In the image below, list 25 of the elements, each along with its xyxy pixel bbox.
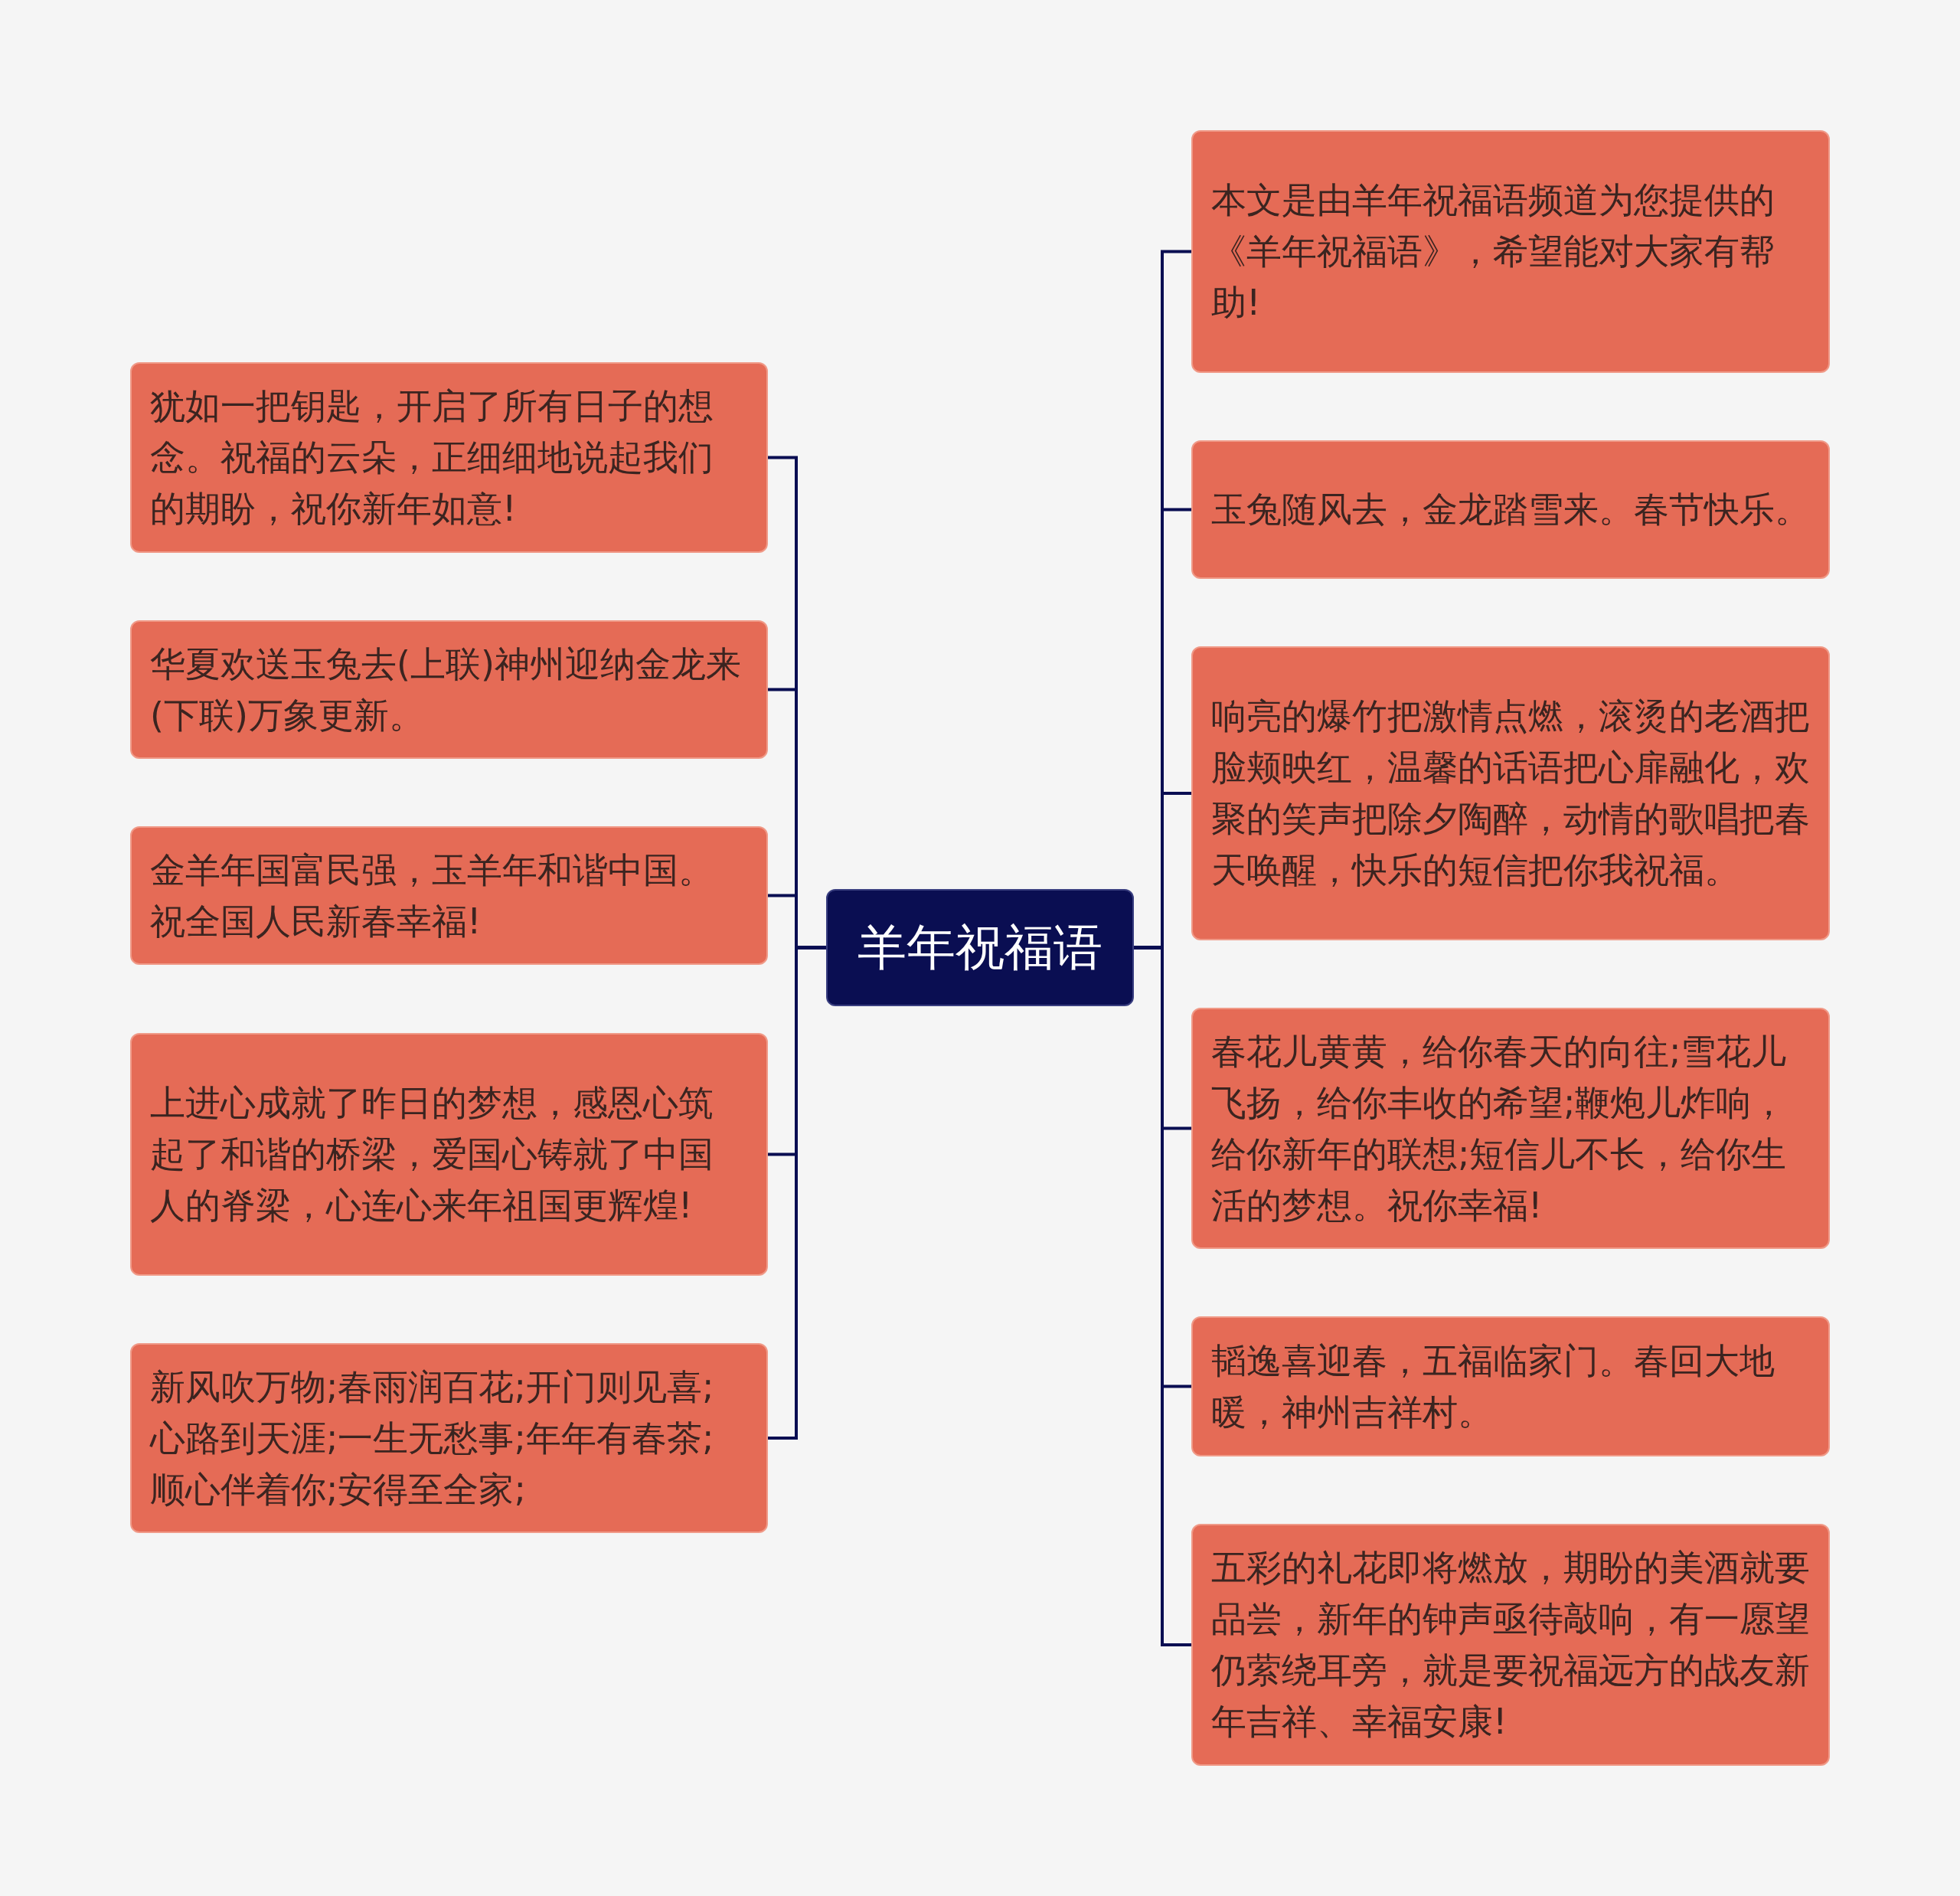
- connector-line: [768, 946, 826, 1440]
- topic-text: 金羊年国富民强，玉羊年和谐中国。祝全国人民新春幸福!: [150, 848, 714, 943]
- topic-text: 玉兔随风去，金龙踏雪来。春节快乐。: [1211, 488, 1810, 531]
- topic-text: 春花儿黄黄，给你春天的向往;雪花儿飞扬，给你丰收的希望;鞭炮儿炸响，给你新年的联想;短信儿不长，给你生活的梦想。祝你幸福!: [1211, 1029, 1788, 1227]
- topic-box: [1191, 1524, 1830, 1766]
- topic-box: [130, 620, 768, 759]
- topic-box: [1191, 130, 1830, 373]
- topic-text: 华夏欢送玉兔去(上联)神州迎纳金龙来(下联)万象更新。: [150, 642, 742, 737]
- topic-box: [1191, 646, 1830, 940]
- topic-box: [130, 1343, 768, 1533]
- central-topic-text: 羊年祝福语: [858, 918, 1102, 977]
- topic-text: 韬逸喜迎春，五福临家门。春回大地暖，神州吉祥村。: [1211, 1339, 1775, 1434]
- topic-box: [1191, 1316, 1830, 1456]
- central-topic-box: [826, 889, 1134, 1006]
- topic-text: 响亮的爆竹把激情点燃，滚烫的老酒把脸颊映红，温馨的话语把心扉融化，欢聚的笑声把除夕陶醉，动情的歌唱把春天唤醒，快乐的短信把你我祝福。: [1211, 695, 1810, 892]
- topic-text: 犹如一把钥匙，开启了所有日子的想念。祝福的云朵，正细细地说起我们的期盼，祝你新年如意!: [150, 384, 714, 531]
- topic-box: [1191, 1008, 1830, 1249]
- topic-box: [1191, 440, 1830, 579]
- topic-text: 本文是由羊年祝福语频道为您提供的《羊年祝福语》，希望能对大家有帮助!: [1211, 178, 1775, 325]
- topic-box: [130, 362, 768, 553]
- topic-box: [130, 826, 768, 965]
- topic-box: [130, 1033, 768, 1276]
- topic-text: 新风吹万物;春雨润百花;开门则见喜;心路到天涯;一生无愁事;年年有春茶;顺心伴着你;安得至全家;: [150, 1365, 715, 1512]
- topic-text: 五彩的礼花即将燃放，期盼的美酒就要品尝，新年的钟声亟待敲响，有一愿望仍萦绕耳旁，就是要祝福远方的战友新年吉祥、幸福安康!: [1211, 1546, 1810, 1744]
- topic-text: 上进心成就了昨日的梦想，感恩心筑起了和谐的桥梁，爱国心铸就了中国人的脊梁，心连心来年祖国更辉煌!: [150, 1081, 714, 1227]
